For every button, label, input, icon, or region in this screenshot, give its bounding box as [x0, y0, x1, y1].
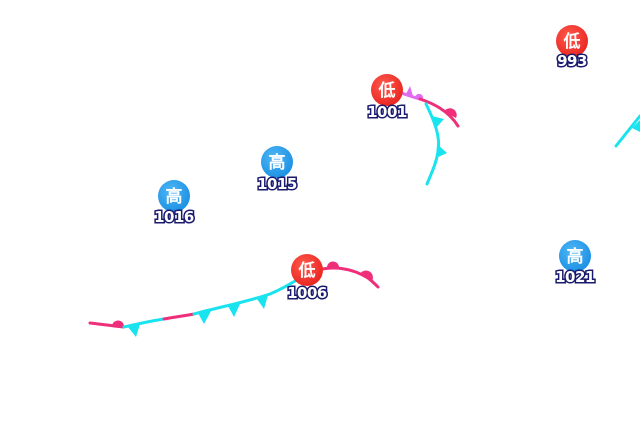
pressure-value-label: 1001 [367, 103, 407, 121]
front-semicircle-marker [415, 93, 424, 99]
pressure-value-label: 1016 [154, 208, 194, 226]
low-pressure-marker-993[interactable]: 低 993 [556, 25, 589, 72]
low-pressure-marker-1006[interactable]: 低 1006 [286, 254, 329, 304]
front-east-cold [614, 114, 640, 148]
high-symbol: 高 [269, 152, 286, 173]
high-pressure-marker-1015[interactable]: 高 1015 [256, 146, 299, 195]
front-triangle-marker [432, 116, 444, 128]
pressure-value-label: 1021 [555, 268, 595, 286]
front-triangle-marker [632, 120, 640, 132]
high-pressure-icon [158, 180, 190, 212]
front-1006-west [88, 312, 196, 337]
pressure-value-label: 993 [557, 52, 587, 70]
front-semicircle-marker [360, 270, 373, 281]
front-triangle-marker [436, 144, 447, 158]
low-symbol: 低 [563, 31, 581, 52]
front-semicircle-marker [444, 108, 457, 118]
front-triangle-marker [406, 86, 413, 96]
front-1001-cold [424, 102, 447, 186]
low-symbol: 低 [378, 80, 396, 101]
low-symbol: 低 [298, 260, 316, 281]
high-pressure-marker-1021[interactable]: 高 1021 [554, 240, 597, 288]
front-1001-warm [418, 97, 460, 128]
front-triangle-marker [198, 311, 211, 324]
front-triangle-marker [228, 304, 240, 317]
high-pressure-marker-1016[interactable]: 高 1016 [153, 180, 196, 228]
high-symbol: 高 [166, 186, 183, 207]
front-triangle-marker [257, 295, 268, 309]
front-semicircle-marker [112, 320, 125, 327]
front-1006-warm [316, 261, 380, 289]
low-pressure-icon [371, 74, 403, 106]
high-symbol: 高 [567, 246, 584, 267]
front-1006-cold [192, 276, 302, 324]
pressure-value-label: 1006 [287, 284, 327, 302]
pressure-value-label: 1015 [257, 175, 297, 193]
low-pressure-marker-1001[interactable]: 低 1001 [366, 74, 409, 123]
high-pressure-icon [559, 240, 591, 272]
high-pressure-icon [261, 146, 293, 178]
low-pressure-icon [291, 254, 323, 286]
front-triangle-marker [128, 324, 140, 337]
low-pressure-icon [556, 25, 588, 57]
front-semicircle-marker [326, 261, 339, 268]
